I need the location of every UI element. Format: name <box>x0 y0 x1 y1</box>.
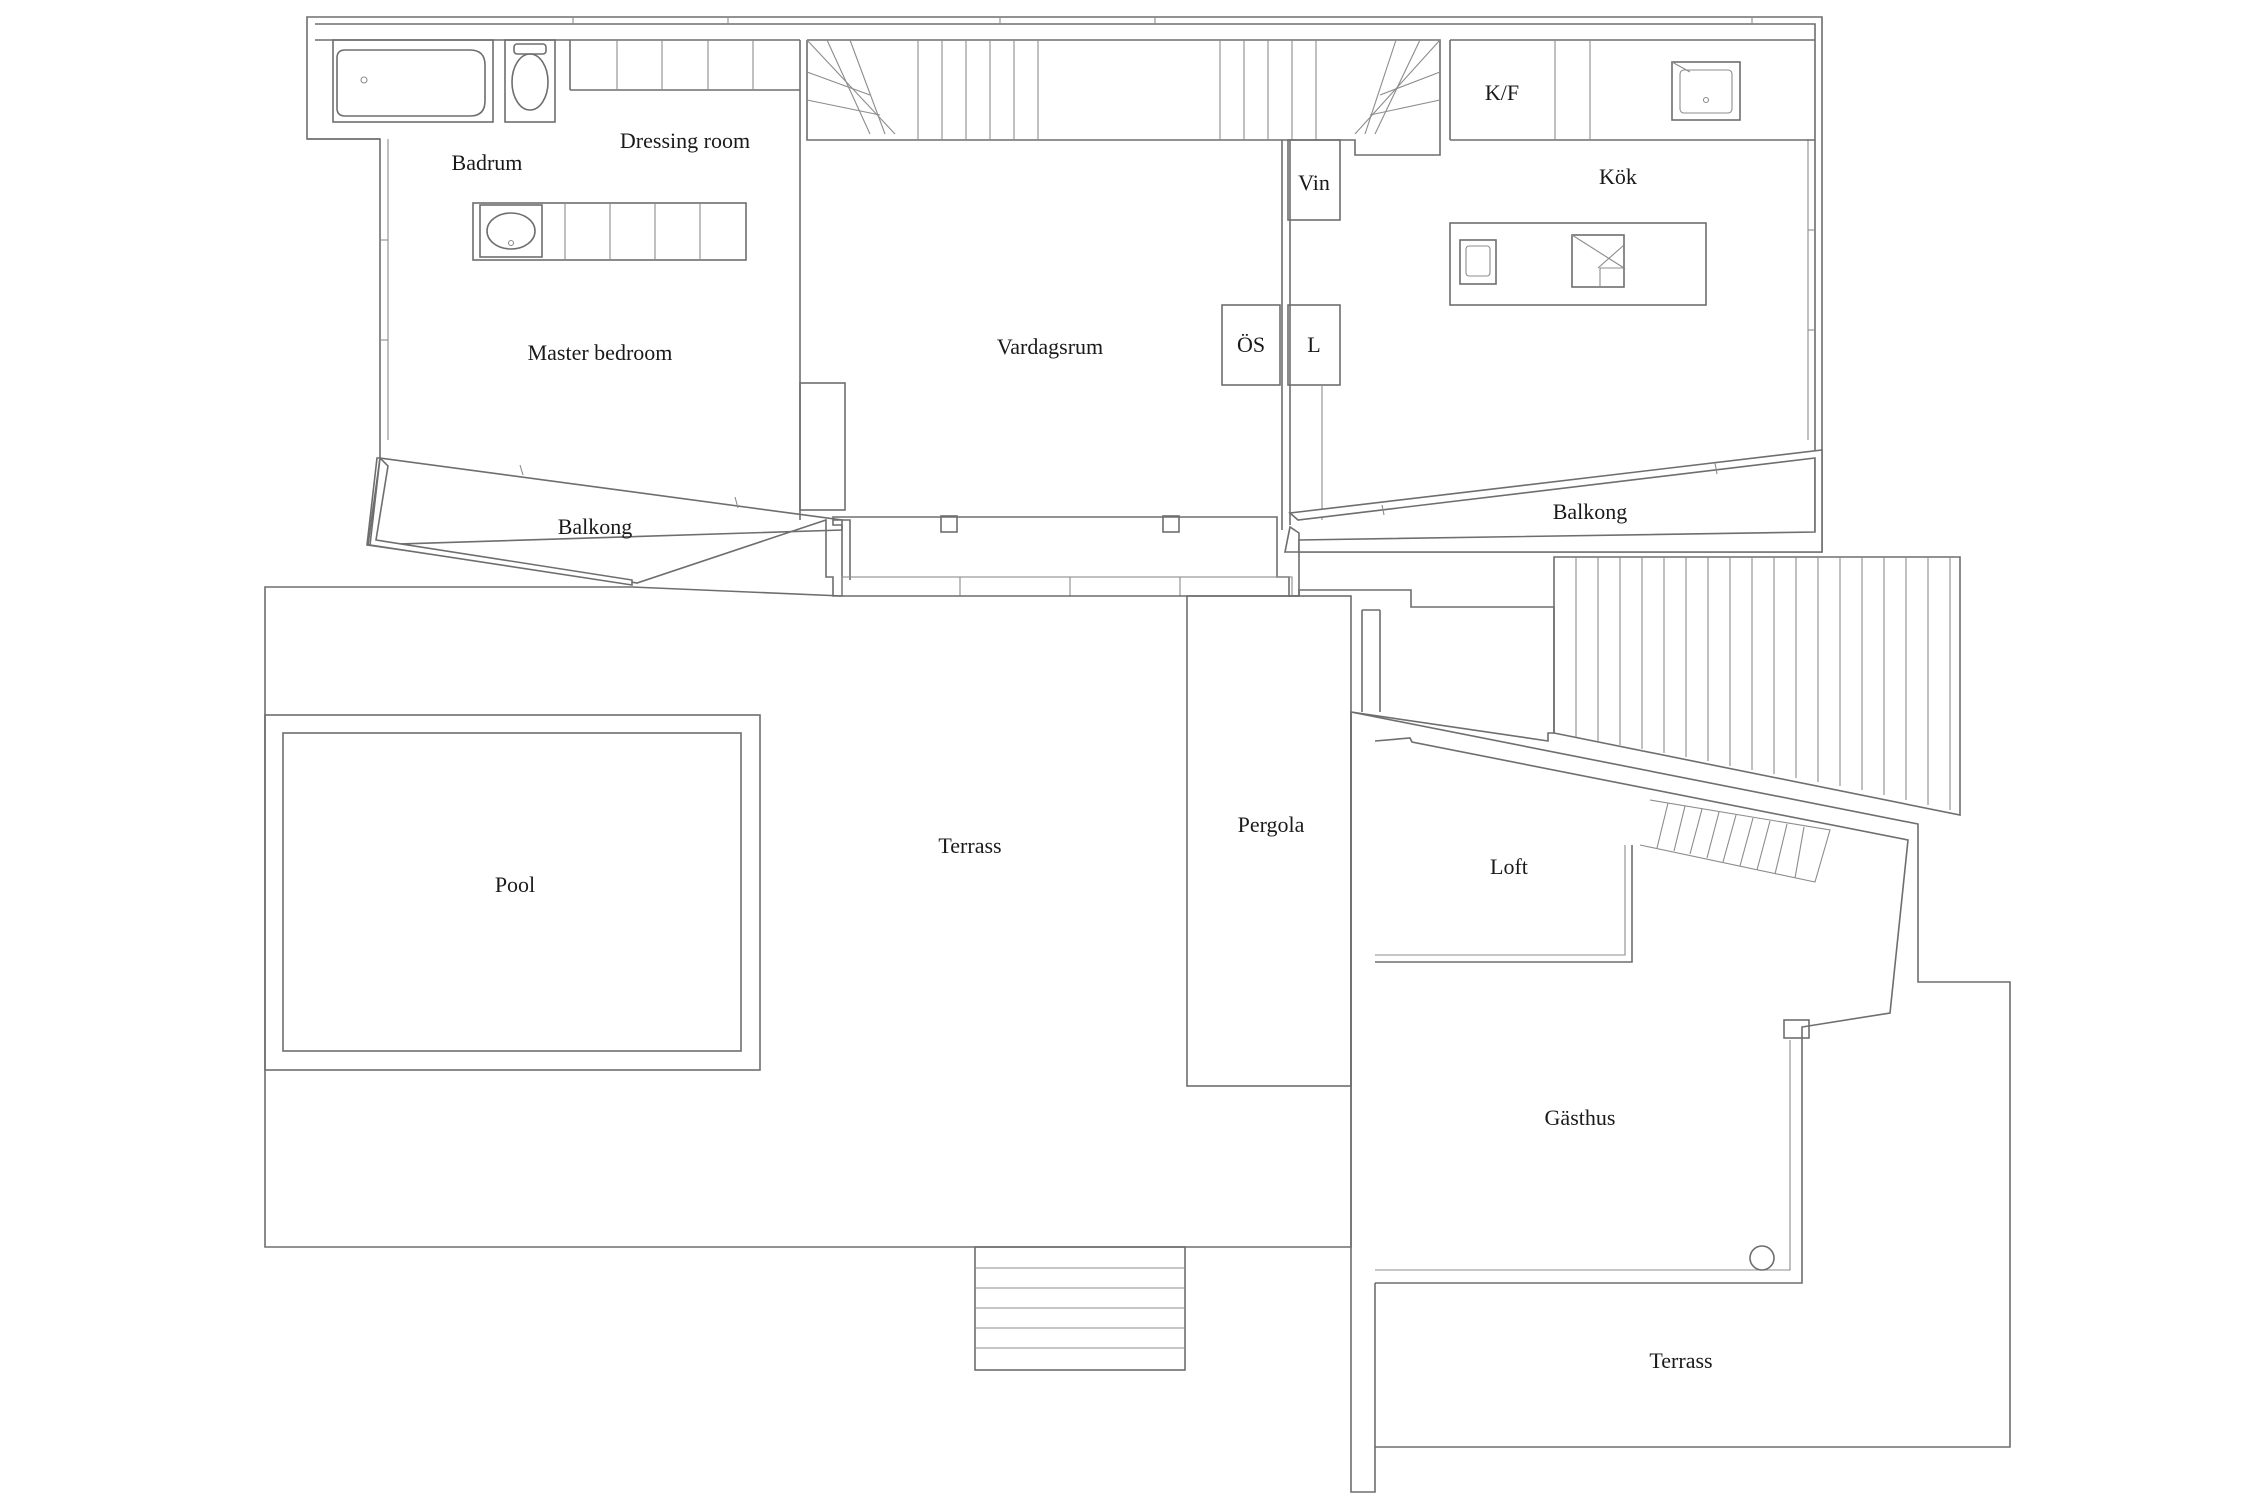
living-room-walls <box>833 139 1341 597</box>
label-vardagsrum: Vardagsrum <box>997 334 1103 359</box>
label-pergola: Pergola <box>1238 812 1305 837</box>
label-terrass-guest: Terrass <box>1649 1348 1712 1373</box>
pool-outline <box>264 714 761 1071</box>
staircases <box>806 39 1441 156</box>
left-wing <box>315 39 846 520</box>
kitchen-sink-icon <box>1671 61 1741 121</box>
label-vin: Vin <box>1298 170 1330 195</box>
label-terrass-main: Terrass <box>938 833 1001 858</box>
label-gasthus: Gästhus <box>1545 1105 1616 1130</box>
label-badrum: Badrum <box>452 150 523 175</box>
room-labels: Badrum Dressing room Master bedroom Balk… <box>452 80 1713 1373</box>
label-dressing-room: Dressing room <box>620 128 750 153</box>
label-kok: Kök <box>1599 164 1637 189</box>
label-master-bedroom: Master bedroom <box>528 340 673 365</box>
toilet-icon <box>504 39 556 123</box>
label-kf: K/F <box>1485 80 1519 105</box>
label-l: L <box>1307 332 1320 357</box>
label-pool: Pool <box>495 872 535 897</box>
bathtub-icon <box>332 39 494 123</box>
island-sink-icon <box>1459 239 1497 285</box>
label-loft: Loft <box>1490 854 1528 879</box>
kitchen <box>1449 39 1815 306</box>
label-os: ÖS <box>1237 332 1265 357</box>
washbasin-icon <box>479 204 543 258</box>
stove-pipe-icon <box>1749 1245 1775 1271</box>
label-balkong-right: Balkong <box>1553 499 1628 524</box>
label-balkong-left: Balkong <box>558 514 633 539</box>
terrace-area <box>264 556 1961 1371</box>
cooktop-icon <box>1571 234 1625 288</box>
main-house-walls <box>306 16 1823 597</box>
pergola-outline <box>1186 595 1352 1087</box>
balconies <box>367 449 1823 586</box>
guest-house <box>1350 711 2011 1493</box>
